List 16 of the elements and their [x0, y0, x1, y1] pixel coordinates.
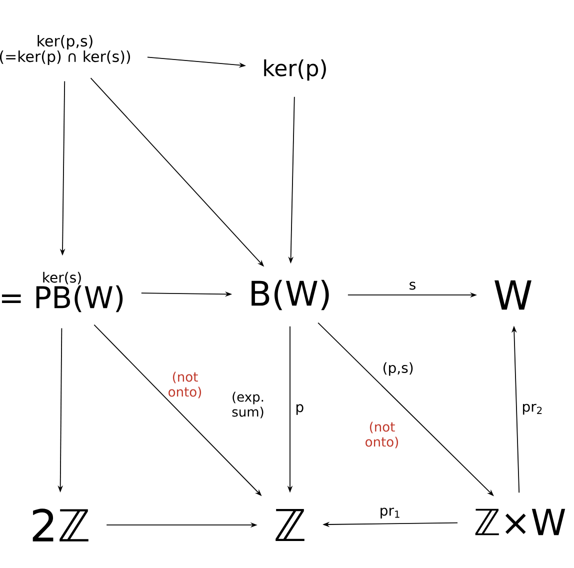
edge-label: s [410, 282, 416, 290]
math-object: ℤ [276, 508, 304, 542]
math-object: ker(s) = PB(W) [2, 272, 123, 312]
math-object: ℤ×W [475, 508, 566, 536]
edge-label: pr$_{2}$ [523, 404, 542, 415]
math-object: B(W) [252, 280, 329, 310]
math-object: W [494, 280, 532, 310]
edge-label: p [296, 404, 304, 415]
note: (not onto) [168, 372, 202, 398]
math-object: ker(p,s) (=ker(p) ∩ ker(s)) [0, 35, 130, 65]
edge-label: pr$_{1}$ [380, 508, 400, 518]
note: (exp. sum) [232, 392, 264, 418]
math-object: ker(p) [264, 59, 326, 81]
edge-label: (p,s) [384, 362, 413, 376]
note: (not onto) [366, 422, 398, 448]
math-object: 2ℤ [32, 508, 88, 542]
